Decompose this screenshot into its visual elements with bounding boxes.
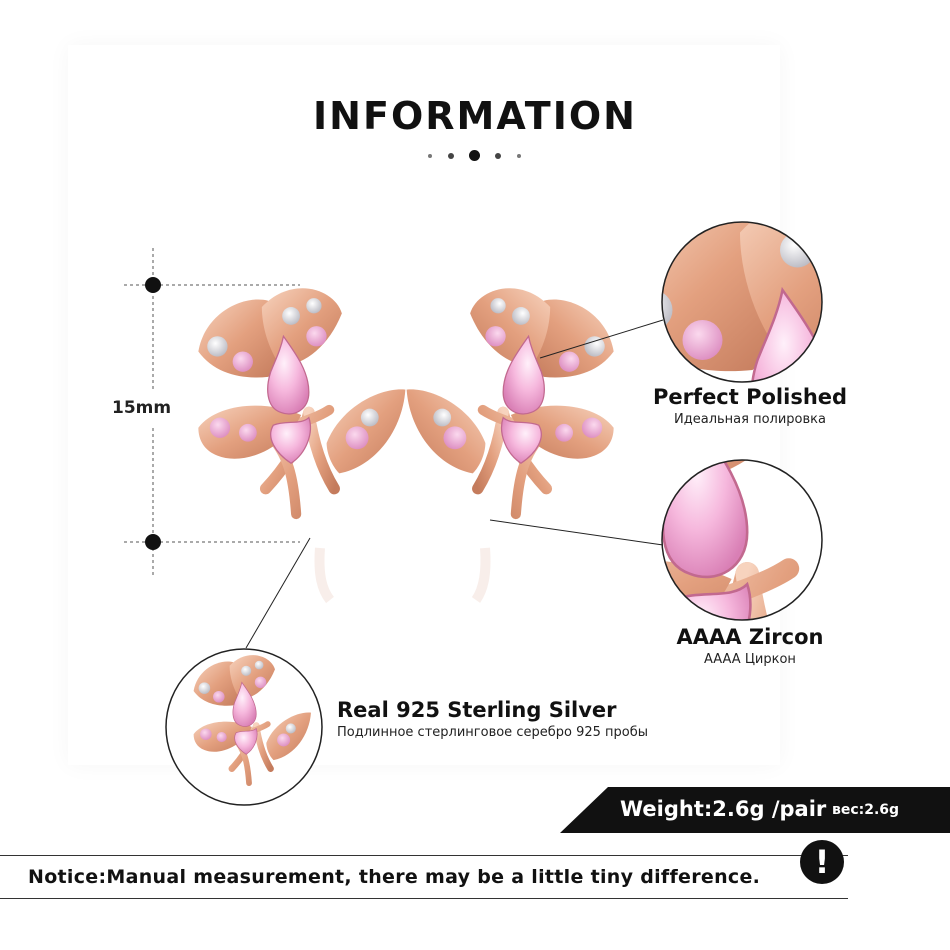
feature-polished-title: Perfect Polished [652, 385, 848, 409]
feature-zircon: AAAA Zircon AAAA Циркон [640, 625, 860, 667]
earring-reflections [314, 547, 491, 604]
dimension-guide [124, 248, 300, 578]
divider-dot [448, 153, 454, 159]
divider-dot [517, 154, 521, 158]
zoom-circle-silver [165, 648, 323, 806]
page-title: INFORMATION [313, 94, 637, 138]
feature-polished: Perfect Polished Идеальная полировка [640, 385, 860, 427]
earring-left [198, 288, 405, 514]
height-dimension-label: 15mm [112, 398, 172, 418]
weight-banner [560, 787, 950, 833]
divider-dot [469, 150, 480, 161]
feature-zircon-subtitle: AAAA Циркон [704, 652, 796, 667]
earring-right [407, 288, 614, 514]
title-divider-dots [0, 148, 950, 164]
exclamation-icon: ! [800, 840, 844, 884]
feature-polished-subtitle: Идеальная полировка [674, 412, 826, 427]
notice-box [0, 855, 848, 899]
feature-silver-subtitle: Подлинное стерлинговое серебро 925 пробы [337, 725, 648, 740]
zoom-circle-polish [661, 221, 823, 383]
feature-silver: Real 925 Sterling Silver Подлинное стерл… [337, 698, 677, 740]
notice-text: Notice:Manual measurement, there may be … [28, 866, 761, 888]
weight-label: Weight:2.6g /pair [620, 797, 827, 821]
callout-lines [245, 319, 664, 649]
feature-silver-title: Real 925 Sterling Silver [337, 698, 617, 722]
divider-dot [495, 153, 501, 159]
feature-zircon-title: AAAA Zircon [676, 625, 824, 649]
weight-label-ru: вес:2.6g [832, 802, 900, 818]
divider-dot [428, 154, 432, 158]
zoom-circle-zircon [661, 459, 823, 621]
